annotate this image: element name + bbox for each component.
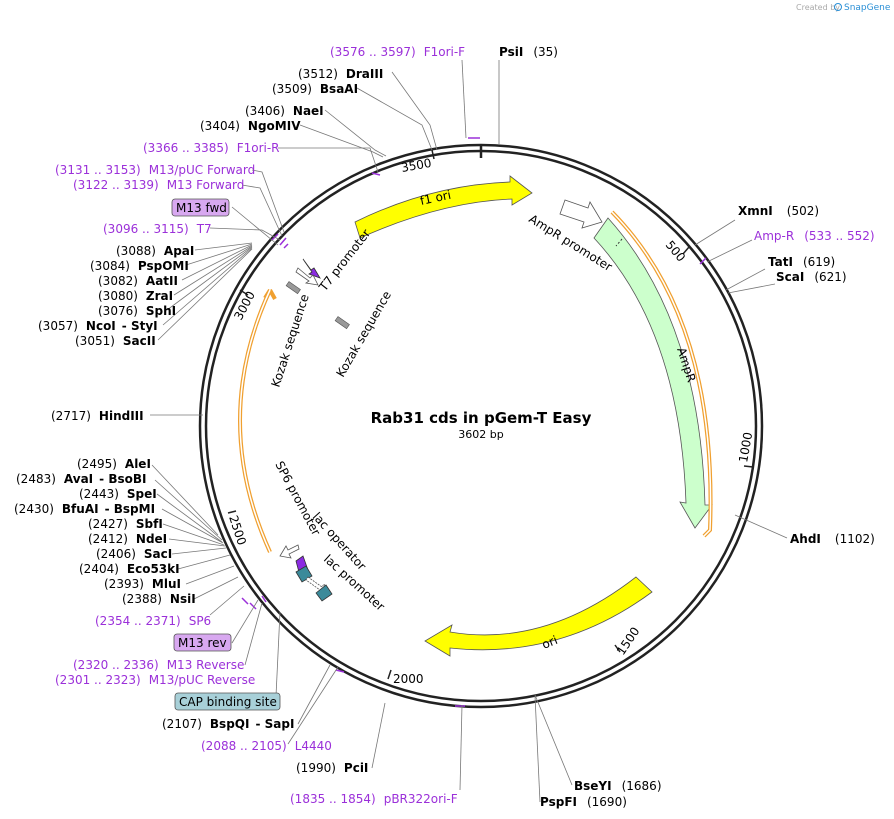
cap-binding-site-box[interactable] [174,692,281,711]
enzyme-pcii[interactable]: (1990)PciI [296,761,368,775]
ampr-feature[interactable] [593,217,713,529]
enzyme-naei[interactable]: (3406)NaeI [245,104,324,118]
enzyme-alei[interactable]: (2495)AleI [77,457,151,471]
ori-feature[interactable] [424,576,653,657]
enzyme-ndei[interactable]: (2412)NdeI [88,532,167,546]
enzyme-zrai[interactable]: (3080)ZraI [98,289,173,303]
cap-binding-site-feature[interactable] [315,584,333,602]
enzyme-bseyi[interactable]: BseYI(1686) [574,779,662,793]
tick-mark-1000 [743,465,754,468]
enzyme-scai[interactable]: ScaI(621) [776,270,847,284]
primer-marks [241,137,707,707]
primer-t7[interactable]: (3096 .. 3115)T7 [103,222,212,236]
tick-label-3000: 3000 [231,289,258,323]
cap-binding-site-box-label: CAP binding site [179,695,277,709]
enzyme-eco53ki[interactable]: (2404)Eco53kI [79,562,180,576]
tick-label-3500: 3500 [400,156,433,175]
primer-m13-reverse[interactable]: (2320 .. 2336)M13 Reverse [73,658,244,672]
primer-labels: (3576 .. 3597)F1ori-F (3366 .. 3385)F1or… [55,45,875,806]
enzyme-draiii[interactable]: (3512)DraIII [298,67,383,81]
enzyme-pspfi[interactable]: PspFI(1690) [540,795,627,809]
enzyme-pspomi[interactable]: (3084)PspOMI [90,259,189,273]
t7-promoter-arrow[interactable] [302,258,321,279]
primer-m13-puc-reverse[interactable]: (2301 .. 2323)M13/pUC Reverse [55,673,255,687]
enzyme-bsaai[interactable]: (3509)BsaAI [272,82,358,96]
f1-ori-label: f1 ori [419,188,453,208]
enzyme-sbfi[interactable]: (2427)SbfI [88,517,163,531]
enzyme-ahdi[interactable]: AhdI(1102) [790,532,875,546]
primer-m13-forward[interactable]: (3122 .. 3139)M13 Forward [73,178,244,192]
t7-promoter-label: T7 promoter [316,226,374,294]
enzyme-aatii[interactable]: (3082)AatII [98,274,178,288]
enzyme-mlui[interactable]: (2393)MluI [104,577,181,591]
t7-promoter-feature[interactable] [295,267,319,286]
ampr-promoter-feature[interactable] [559,199,603,229]
leader-lines [150,59,788,803]
f1-ori-feature[interactable] [354,175,533,239]
primer-pbr322ori-f[interactable]: (1835 .. 1854)pBR322ori-F [290,792,458,806]
enzyme-saci[interactable]: (2406)SacI [96,547,172,561]
enzyme-bfuai[interactable]: (2430)BfuAI- BspMI [14,502,155,516]
enzyme-avai[interactable]: (2483)AvaI- BsoBI [16,472,146,486]
tick-label-2000: 2000 [393,672,424,686]
enzyme-sphi[interactable]: (3076)SphI [98,304,176,318]
tick-mark-500 [682,246,690,255]
kozak-sequence-1-feature[interactable] [285,281,301,295]
enzyme-hindiii[interactable]: (2717)HindIII [51,409,144,423]
enzyme-ncoi[interactable]: (3057)NcoI- StyI [38,319,158,333]
primer-f1ori-r[interactable]: (3366 .. 3385)F1ori-R [143,141,280,155]
snapgene-logo-icon [834,3,842,11]
m13-fwd-box-label: M13 fwd [176,201,227,215]
m13-rev-box-label: M13 rev [178,636,227,650]
enzyme-spei[interactable]: (2443)SpeI [79,487,157,501]
enzyme-ngomiv[interactable]: (3404)NgoMIV [200,119,301,133]
primer-amp-r[interactable]: Amp-R(533 .. 552) [754,229,875,243]
m13-fwd-box[interactable] [171,198,230,217]
enzyme-nsii[interactable]: (2388)NsiI [122,592,196,606]
credit-text: Created by [796,3,840,12]
enzyme-psii[interactable]: PsiI(35) [499,45,558,59]
tick-label-1000: 1000 [736,431,755,464]
tick-mark-2500 [227,510,237,514]
credit-brand: SnapGene [844,3,891,13]
insert-orf [238,288,277,553]
plasmid-name: Rab31 cds in pGem-T Easy [371,409,592,427]
tick-mark-1500 [614,644,621,653]
tick-label-2500: 2500 [226,514,249,547]
primer-sp6[interactable]: (2354 .. 2371)SP6 [95,614,211,628]
enzyme-tati[interactable]: TatI(619) [768,255,835,269]
enzyme-labels: PsiI(35) (3512)DraIII (3509)BsaAI (3406)… [14,45,875,809]
ampr-divider [615,238,623,247]
sp6-promoter-feature[interactable] [279,544,300,559]
plasmid-size: 3602 bp [458,428,503,441]
primer-m13-puc-forward[interactable]: (3131 .. 3153)M13/pUC Forward [55,163,255,177]
m13-rev-box[interactable] [173,633,232,652]
sp6-promoter-label: SP6 promoter [272,459,323,538]
tick-mark-3500 [431,149,435,160]
kozak-sequence-1-label: Kozak sequence [269,292,312,388]
enzyme-apai[interactable]: (3088)ApaI [116,244,194,258]
primer-f1ori-f[interactable]: (3576 .. 3597)F1ori-F [330,45,465,59]
ori-label: ori [540,633,560,652]
enzyme-xmni[interactable]: XmnI(502) [738,204,819,218]
kozak-sequence-2-feature[interactable] [334,316,350,330]
tick-mark-3000 [239,289,249,296]
kozak-sequence-2-label: Kozak sequence [333,289,394,380]
enzyme-bspqi[interactable]: (2107)BspQI- SapI [162,717,294,731]
enzyme-sacii[interactable]: (3051)SacII [75,334,156,348]
primer-l4440[interactable]: (2088 .. 2105)L4440 [201,739,332,753]
tick-mark-2000 [387,669,392,680]
backbone [198,143,764,709]
